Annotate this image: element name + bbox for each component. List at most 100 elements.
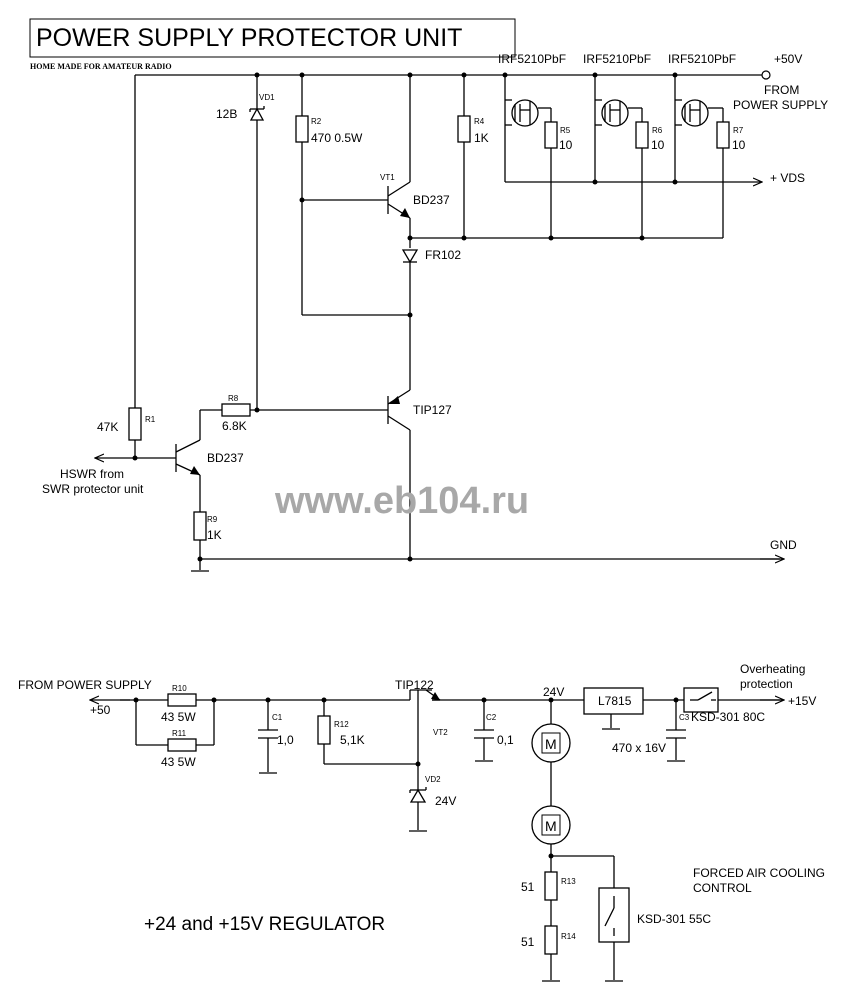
resistor-r9 [193,511,207,541]
resistor-r4 [457,115,471,143]
page-title: POWER SUPPLY PROTECTOR UNIT [36,24,462,52]
regulator-l7815 [583,687,644,715]
r7-value: 10 [732,138,746,152]
title-frame [29,18,516,58]
regulator-grounds [259,728,685,982]
switch1-label: KSD-301 80C [691,710,765,724]
capacitor-c3 [666,729,686,739]
r1-value: 47K [97,420,118,434]
resistor-r12 [317,715,331,745]
r13-ref: R13 [561,877,576,886]
fr102-part: FR102 [425,248,461,262]
c1-ref: C1 [272,713,283,722]
vt2-part: TIP122 [395,678,434,692]
transistor-input [175,439,201,476]
input-transistor-part: BD237 [207,451,244,465]
motor-2-symbol: M [545,818,557,834]
r2-value: 470 0.5W [311,131,363,145]
regulator-wiring [120,699,782,980]
mosfet-q3-part: IRF5210PbF [668,52,736,66]
overheat-line1: Overheating [740,662,805,676]
c3-value: 470 x 16V [612,741,666,755]
resistor-r11 [167,738,197,752]
input-label: +50 [90,703,111,717]
resistor-r8 [221,403,251,417]
supply-label: +50V [774,52,802,66]
cooling-line2: CONTROL [693,881,752,895]
r8-ref: R8 [228,394,239,403]
subtitle: HOME MADE FOR AMATEUR RADIO [30,62,172,71]
motor-1-symbol: M [545,736,557,752]
transistor-vt2 [409,689,441,720]
protector-junctions [132,72,678,562]
gnd-label: GND [770,538,797,552]
hswr-line2: SWR protector unit [42,482,144,496]
r7-ref: R7 [733,126,744,135]
mosfet-q2-part: IRF5210PbF [583,52,651,66]
capacitor-c2 [474,729,494,739]
thermal-switch-55c [598,887,630,943]
regulator-heading: +24 and +15V REGULATOR [144,914,385,935]
resistor-r13 [544,871,558,901]
zener-vd2 [409,787,427,803]
mosfet-q2 [594,75,649,238]
cooling-line1: FORCED AIR COOLING [693,866,825,880]
r4-value: 1K [474,131,489,145]
mosfet-q1-part: IRF5210PbF [498,52,566,66]
r2-ref: R2 [311,117,322,126]
diode-fr102 [401,249,419,264]
regulator-junctions [133,697,679,859]
fan-motor-1: M [531,723,571,763]
tip127-part: TIP127 [413,403,452,417]
r5-ref: R5 [560,126,571,135]
from-supply-label: FROM POWER SUPPLY [18,678,152,692]
vt2-ref: VT2 [433,728,448,737]
vd2-value: 24V [435,794,456,808]
r9-value: 1K [207,528,222,542]
mosfet-q3 [674,75,730,238]
r5-value: 10 [559,138,573,152]
r14-ref: R14 [561,932,576,941]
r13-value: 51 [521,880,535,894]
r6-value: 10 [651,138,665,152]
r9-ref: R9 [207,515,218,524]
hswr-line1: HSWR from [60,467,124,481]
node-24v-label: 24V [543,685,564,699]
r10-ref: R10 [172,684,187,693]
zener-vd1 [249,106,265,121]
r8-value: 6.8K [222,419,247,433]
r10-value: 43 5W [161,710,196,724]
resistor-r14 [544,925,558,955]
mosfet-q1 [504,75,642,239]
r11-ref: R11 [172,729,187,738]
protector-wiring [134,74,780,570]
vd2-ref: VD2 [425,775,441,784]
vt1-part: BD237 [413,193,450,207]
r6-ref: R6 [652,126,663,135]
from-supply-line1: FROM [764,83,799,97]
thermal-switch-80c [683,687,719,713]
r4-ref: R4 [474,117,485,126]
switch2-label: KSD-301 55C [637,912,711,926]
capacitor-c1 [258,729,278,739]
vd1-value: 12B [216,107,237,121]
c2-ref: C2 [486,713,497,722]
c2-value: 0,1 [497,733,514,747]
ic-label: L7815 [598,694,632,708]
r12-value: 5,1K [340,733,365,747]
resistor-r2 [295,115,309,143]
vds-label: + VDS [770,171,805,185]
overheat-line2: protection [740,677,793,691]
from-supply-line2: POWER SUPPLY [733,98,828,112]
vd1-ref: VD1 [259,93,275,102]
vt1-ref: VT1 [380,173,395,182]
c3-ref: C3 [679,713,690,722]
resistor-r10 [167,693,197,707]
r11-value: 43 5W [161,755,196,769]
resistor-r1 [128,407,142,441]
transistor-tip127 [387,389,411,431]
output-label: +15V [788,694,816,708]
fan-motor-2: M [531,805,571,845]
c1-value: 1,0 [277,733,294,747]
